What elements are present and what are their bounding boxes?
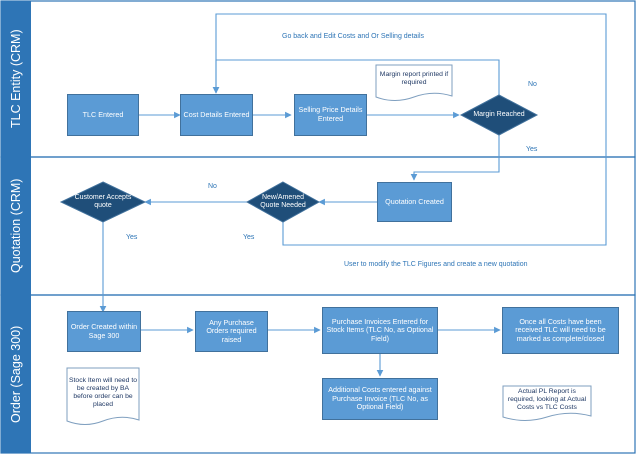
diamond-margin-reached[interactable]: [459, 94, 539, 136]
connector-margin-yes: [410, 135, 500, 181]
node-additional-costs[interactable]: Additional Costs entered against Purchas…: [322, 378, 438, 420]
diamond-customer-accepts[interactable]: [59, 181, 147, 223]
node-tlc-entered[interactable]: TLC Entered: [67, 94, 139, 136]
lane-label-tlc: TLC Entity (CRM): [9, 29, 23, 129]
lane-header-order: [1, 295, 31, 453]
documents: [66, 64, 592, 425]
flow-label-yes-accept: Yes: [126, 234, 138, 241]
connector-margin-no-loop: [212, 59, 500, 95]
flow-label-no-margin: No: [528, 81, 537, 88]
lane-label-quotation: Quotation (CRM): [9, 178, 23, 274]
node-selling-price[interactable]: Selling Price Details Entered: [294, 94, 367, 136]
flow-label-go-back: Go back and Edit Costs and Or Selling de…: [282, 33, 425, 40]
lane-frame-quotation: [0, 156, 636, 296]
node-order-created[interactable]: Order Created within Sage 300: [67, 311, 141, 352]
node-purchase-invoices[interactable]: Purchase Invoices Entered for Stock Item…: [322, 307, 438, 354]
node-purchase-orders[interactable]: Any Purchase Orders required raised: [195, 311, 268, 352]
flow-label-yes-margin: Yes: [526, 146, 538, 153]
flow-label-no-quote: No: [208, 183, 217, 190]
node-marked-complete[interactable]: Once all Costs have been received TLC wi…: [502, 307, 619, 354]
decisions: [59, 94, 539, 223]
flow-label-user-modify: User to modify the TLC Figures and creat…: [344, 261, 528, 268]
doc-actual-pl[interactable]: [502, 385, 592, 421]
connectors: [99, 13, 607, 377]
node-quotation-created[interactable]: Quotation Created: [377, 182, 452, 222]
diamond-new-quote[interactable]: [245, 181, 321, 223]
connector-newquote-yes-loop: [212, 13, 607, 246]
flow-label-yes-quote: Yes: [243, 234, 255, 241]
doc-margin-report[interactable]: [375, 64, 453, 101]
node-cost-details[interactable]: Cost Details Entered: [180, 94, 253, 136]
lane-header-tlc: [1, 1, 31, 157]
lane-label-order: Order (Sage 300): [9, 325, 23, 423]
doc-stock-item[interactable]: [66, 367, 140, 425]
lane-header-quotation: [1, 157, 31, 295]
